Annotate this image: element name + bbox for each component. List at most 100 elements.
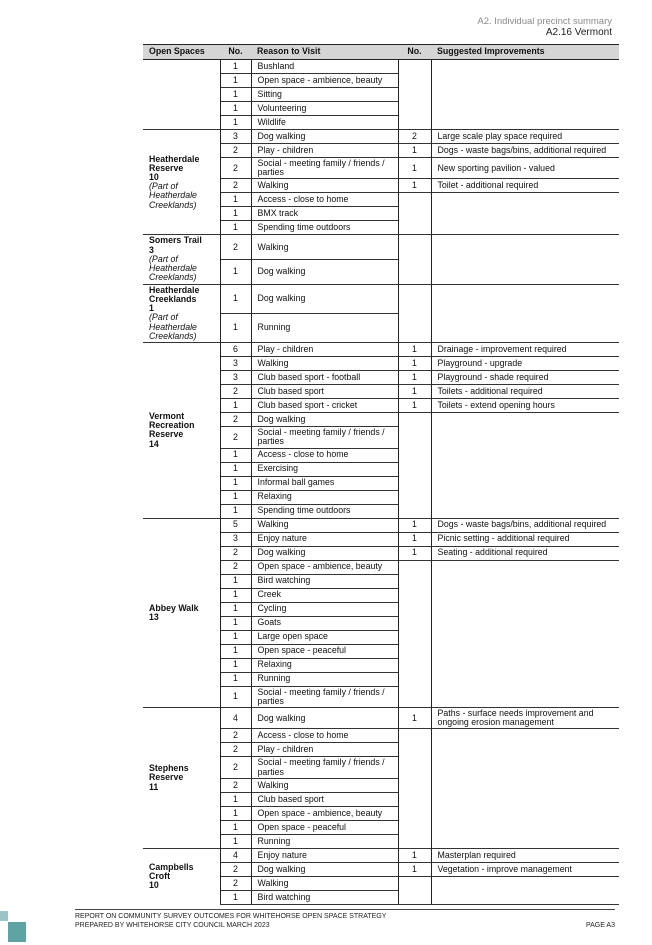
improvement-text (431, 820, 619, 834)
improvement-text (431, 60, 619, 74)
reason-text: Dog walking (250, 283, 399, 314)
improvement-count (398, 630, 432, 645)
open-space-note-line: Heatherdale (149, 263, 197, 274)
reason-count: 1 (219, 206, 251, 221)
improvement-text: Dogs - waste bags/bins, additional requi… (431, 517, 619, 533)
open-space-name-line: Vermont (149, 410, 185, 421)
reason-text: Club based sport - cricket (250, 398, 399, 413)
improvement-count (398, 412, 432, 427)
open-space-name-line: 10 (149, 880, 159, 891)
improvement-count (398, 806, 432, 821)
reason-count: 1 (219, 87, 251, 102)
improvement-count (398, 259, 432, 285)
improvement-count (398, 115, 432, 130)
improvement-count: 1 (398, 706, 432, 729)
reason-count: 1 (219, 833, 251, 849)
improvement-text (431, 602, 619, 616)
improvement-count (398, 820, 432, 835)
reason-text: Relaxing (250, 657, 399, 673)
improvement-count (398, 504, 432, 519)
improvement-count (398, 476, 432, 491)
improvement-text (431, 116, 619, 130)
open-space-note-line: (Part of (149, 253, 178, 264)
improvement-text (431, 260, 619, 285)
reason-count: 2 (219, 156, 251, 179)
improvement-text (431, 630, 619, 644)
reason-text: Large open space (250, 629, 399, 645)
precinct-title: A2.16 Vermont (545, 27, 612, 38)
improvement-count (398, 73, 432, 88)
reason-text: Social - meeting family / friends / part… (250, 685, 399, 708)
improvement-count (398, 59, 432, 74)
reason-text: Walking (250, 875, 399, 891)
open-space-name-line: 14 (149, 438, 159, 449)
reason-text: Play - children (250, 342, 399, 357)
open-space-name-line: Campbells (149, 861, 194, 872)
improvement-count (398, 778, 432, 793)
reason-count: 1 (219, 220, 251, 235)
reason-count: 2 (219, 426, 251, 449)
open-space-note-line: Creeklands) (149, 199, 197, 210)
reason-text: Social - meeting family / friends / part… (250, 756, 399, 779)
improvement-count: 1 (398, 398, 432, 413)
reason-count: 2 (219, 861, 251, 877)
improvement-count (398, 756, 432, 779)
open-space-note-line: (Part of (149, 312, 178, 323)
reason-count: 5 (219, 517, 251, 533)
reason-count: 1 (219, 475, 251, 491)
reason-text: Dog walking (250, 706, 399, 729)
reason-count: 3 (219, 356, 251, 371)
improvement-text (431, 875, 619, 891)
reason-count: 2 (219, 756, 251, 779)
improvement-text (431, 74, 619, 88)
improvement-text (431, 792, 619, 806)
improvement-count (398, 792, 432, 807)
open-space-note-line: Creeklands) (149, 272, 197, 283)
reason-count: 3 (219, 129, 251, 144)
reason-text: Wildlife (250, 115, 399, 130)
col-suggested-improvements: Suggested Improvements (431, 44, 619, 60)
improvement-text (431, 412, 619, 427)
reason-count: 1 (219, 889, 251, 905)
reason-count: 2 (219, 234, 251, 260)
improvement-text (431, 658, 619, 672)
improvement-text: Picnic setting - additional required (431, 531, 619, 547)
improvement-text (431, 728, 619, 743)
improvement-text: Seating - additional required (431, 545, 619, 561)
reason-text: Cycling (250, 601, 399, 617)
improvement-count (398, 602, 432, 617)
improvement-text (431, 192, 619, 207)
improvement-text (431, 672, 619, 686)
reason-count: 4 (219, 847, 251, 863)
reason-count: 2 (219, 742, 251, 757)
improvement-count (398, 834, 432, 849)
improvement-text (431, 462, 619, 476)
improvement-count: 1 (398, 178, 432, 193)
improvement-text (431, 221, 619, 235)
reason-count: 1 (219, 398, 251, 413)
reason-count: 4 (219, 706, 251, 729)
